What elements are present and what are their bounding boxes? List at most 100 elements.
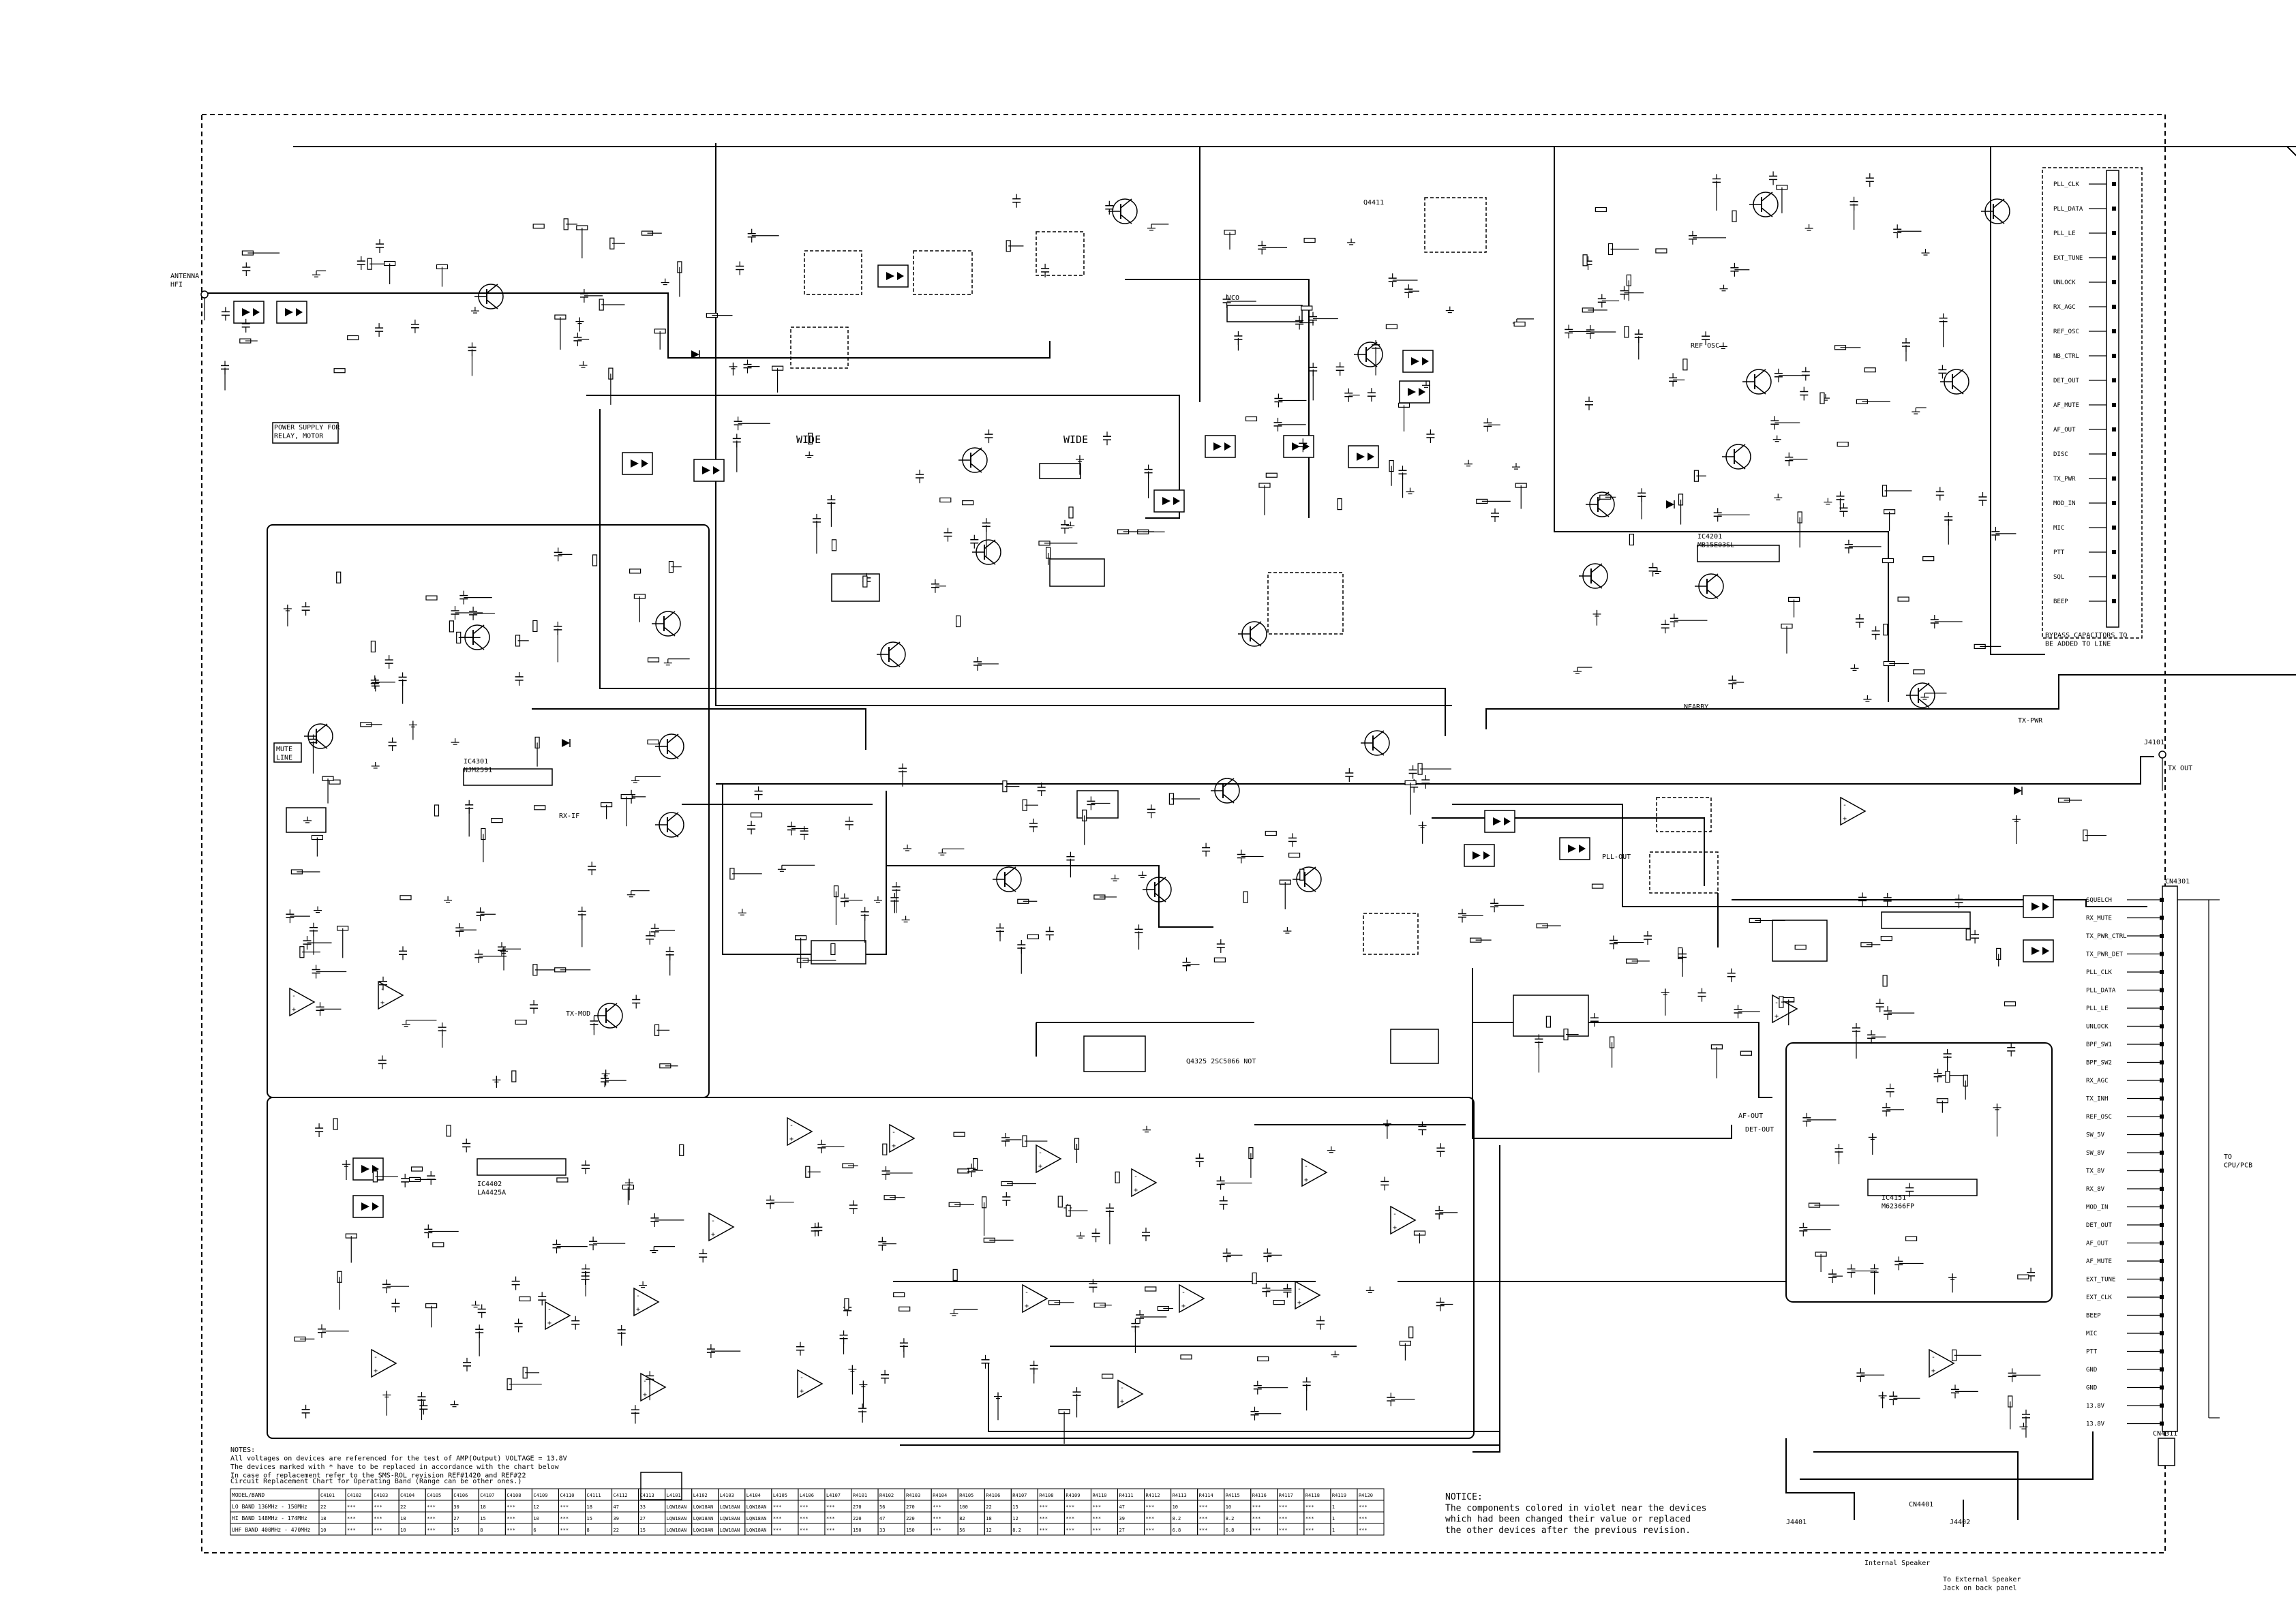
legend-cell: 82 <box>959 1516 965 1521</box>
legend-cell: LQW18AN <box>693 1504 714 1510</box>
legend-cell: *** <box>826 1516 835 1521</box>
legend-header-cell: C4108 <box>507 1493 521 1498</box>
legend-cell: 270 <box>906 1504 915 1510</box>
nearby-tag: NEARBY <box>1684 703 1708 711</box>
legend-header-cell: C4104 <box>400 1493 414 1498</box>
legend-cell: *** <box>773 1528 782 1533</box>
legend-header-cell: C4102 <box>347 1493 361 1498</box>
legend-header-cell: C4103 <box>374 1493 388 1498</box>
legend-cell: LQW18AN <box>667 1516 687 1521</box>
buffer-note: Q4325 2SC5066 NOT <box>1186 1058 1256 1065</box>
legend-cell: 6.8 <box>1226 1528 1235 1533</box>
legend-cell: *** <box>1146 1504 1155 1510</box>
side-pin-label: MOD_IN <box>2053 500 2076 507</box>
flag-rx-if: RX-IF <box>559 813 579 820</box>
legend-cell: 18 <box>986 1516 991 1521</box>
side-pin-label: BEEP <box>2053 598 2068 605</box>
side-pin-label: TX_PWR <box>2053 476 2076 483</box>
legend-cell: *** <box>427 1504 436 1510</box>
legend-cell: *** <box>1252 1516 1261 1521</box>
legend-cell: *** <box>374 1504 382 1510</box>
legend-cell: LQW18AN <box>746 1528 767 1533</box>
legend-cell: 10 <box>400 1528 406 1533</box>
legend-cell: 10 <box>1173 1504 1178 1510</box>
legend-cell: *** <box>427 1528 436 1533</box>
side-pin-label: PLL_CLK <box>2053 181 2080 188</box>
legend-header-cell: L4107 <box>826 1493 841 1498</box>
legend-cell: 18 <box>480 1504 485 1510</box>
legend-header-cell: R4101 <box>853 1493 867 1498</box>
legend-cell: LQW18AN <box>746 1504 767 1510</box>
notes-bottom-right: NOTICE:The components colored in violet … <box>1445 1492 1707 1536</box>
connector-pin-label: MOD_IN <box>2086 1204 2109 1211</box>
legend-cell: 27 <box>453 1516 459 1521</box>
flag-af-out: AF-OUT <box>1738 1112 1763 1120</box>
legend-cell: *** <box>933 1516 941 1521</box>
legend-cell: *** <box>1199 1528 1208 1533</box>
legend-cell: *** <box>1039 1528 1048 1533</box>
connector-pin-label: TX_PWR_CTRL <box>2086 933 2127 940</box>
power-connector-ref: CN4311 <box>2153 1430 2177 1438</box>
side-pin-label: UNLOCK <box>2053 279 2076 286</box>
legend-header-cell: R4103 <box>906 1493 920 1498</box>
legend-cell: 22 <box>986 1504 991 1510</box>
side-pin-label: REF_OSC <box>2053 329 2079 335</box>
legend-header-cell: R4104 <box>933 1493 947 1498</box>
legend-cell: *** <box>347 1516 356 1521</box>
connector-pin-label: REF_OSC <box>2086 1114 2112 1121</box>
legend-cell: 1 <box>1332 1504 1335 1510</box>
legend-cell: LQW18AN <box>693 1528 714 1533</box>
legend-cell: 15 <box>1012 1504 1018 1510</box>
legend-header-cell: R4107 <box>1012 1493 1027 1498</box>
legend-cell: *** <box>1305 1528 1314 1533</box>
side-pin-label: MIC <box>2053 525 2064 532</box>
side-connector-pin-labels: PLL_CLKPLL_DATAPLL_LEEXT_TUNEUNLOCKRX_AG… <box>2053 181 2116 605</box>
legend-header-cell: C4101 <box>320 1493 335 1498</box>
legend-cell: *** <box>560 1516 569 1521</box>
legend-cell: *** <box>800 1528 809 1533</box>
legend-cell: *** <box>1359 1504 1368 1510</box>
legend-header-cell: C4110 <box>560 1493 574 1498</box>
connector-pin-label: TX_INH <box>2086 1096 2109 1103</box>
connector-pin-label: PLL_DATA <box>2086 988 2116 995</box>
connector-pin-label: BPF_SW1 <box>2086 1042 2112 1048</box>
legend-header-cell: L4104 <box>746 1493 761 1498</box>
legend-cell: *** <box>347 1504 356 1510</box>
connector-pin-label: RX_8V <box>2086 1186 2105 1193</box>
legend-header-cell: L4105 <box>773 1493 787 1498</box>
legend-cell: 8 <box>587 1528 590 1533</box>
side-pin-label: PTT <box>2053 549 2065 556</box>
legend-cell: 220 <box>906 1516 915 1521</box>
legend-header-cell: R4120 <box>1359 1493 1373 1498</box>
legend-cell: LQW18AN <box>667 1504 687 1510</box>
legend-header-cell: C4111 <box>587 1493 601 1498</box>
legend-cell: 15 <box>587 1516 592 1521</box>
tx-out-ref: J4101 <box>2144 739 2164 746</box>
legend-cell: *** <box>1039 1516 1048 1521</box>
legend-cell: 12 <box>533 1504 539 1510</box>
connector-pin-label: EXT_TUNE <box>2086 1277 2115 1284</box>
legend-header-cell: MODEL/BAND <box>232 1492 265 1498</box>
legend-header-cell: C4112 <box>614 1493 628 1498</box>
legend-header-cell: R4118 <box>1305 1493 1320 1498</box>
legend-cell: LQW18AN <box>720 1528 740 1533</box>
legend-cell: *** <box>1066 1504 1074 1510</box>
legend-cell: 100 <box>959 1504 968 1510</box>
legend-header-cell: R4109 <box>1066 1493 1080 1498</box>
legend-header-cell: C4107 <box>480 1493 494 1498</box>
legend-cell: 10 <box>533 1516 539 1521</box>
legend-cell: *** <box>1199 1504 1208 1510</box>
legend-header-cell: C4113 <box>640 1493 654 1498</box>
legend-cell: *** <box>507 1528 515 1533</box>
legend-cell: LQW18AN <box>667 1528 687 1533</box>
legend-header-cell: R4110 <box>1092 1493 1106 1498</box>
connector-pin-label: 13.8V <box>2086 1421 2105 1428</box>
legend-cell: *** <box>560 1528 569 1533</box>
wide-label-1: WIDE <box>796 434 821 446</box>
connector-pin-label: RX_MUTE <box>2086 915 2112 922</box>
legend-cell: *** <box>1359 1528 1368 1533</box>
